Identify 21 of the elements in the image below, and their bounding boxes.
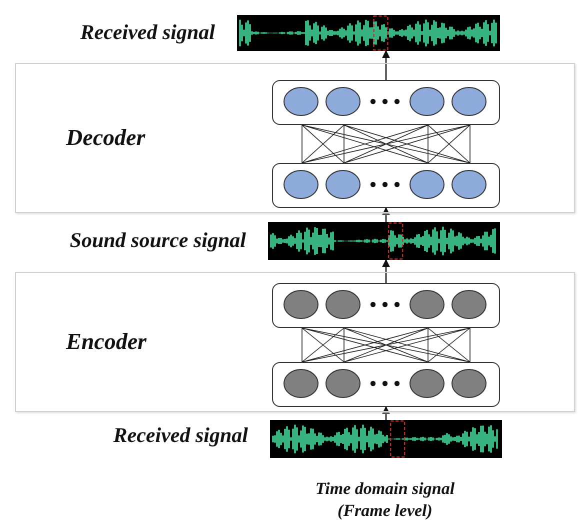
signal-label: Received signal (113, 423, 248, 448)
network-layer (272, 362, 500, 407)
connection-lines (302, 124, 470, 164)
network-layer (272, 163, 500, 208)
caption-text: Time domain signal (Frame level) (314, 478, 456, 522)
arrow (382, 207, 390, 222)
section-label: Encoder (66, 329, 146, 355)
waveform-plot (237, 15, 500, 51)
arrow (382, 50, 390, 80)
signal-label: Received signal (80, 20, 215, 45)
network-layer (272, 80, 500, 125)
section-panel (15, 63, 575, 213)
section-label: Decoder (66, 125, 146, 151)
arrow (382, 259, 390, 283)
waveform-plot (270, 420, 502, 458)
waveform-plot (268, 222, 500, 260)
section-panel (15, 272, 575, 412)
signal-label: Sound source signal (70, 228, 246, 253)
arrow (382, 406, 390, 420)
network-layer (272, 283, 500, 328)
connection-lines (302, 328, 470, 362)
